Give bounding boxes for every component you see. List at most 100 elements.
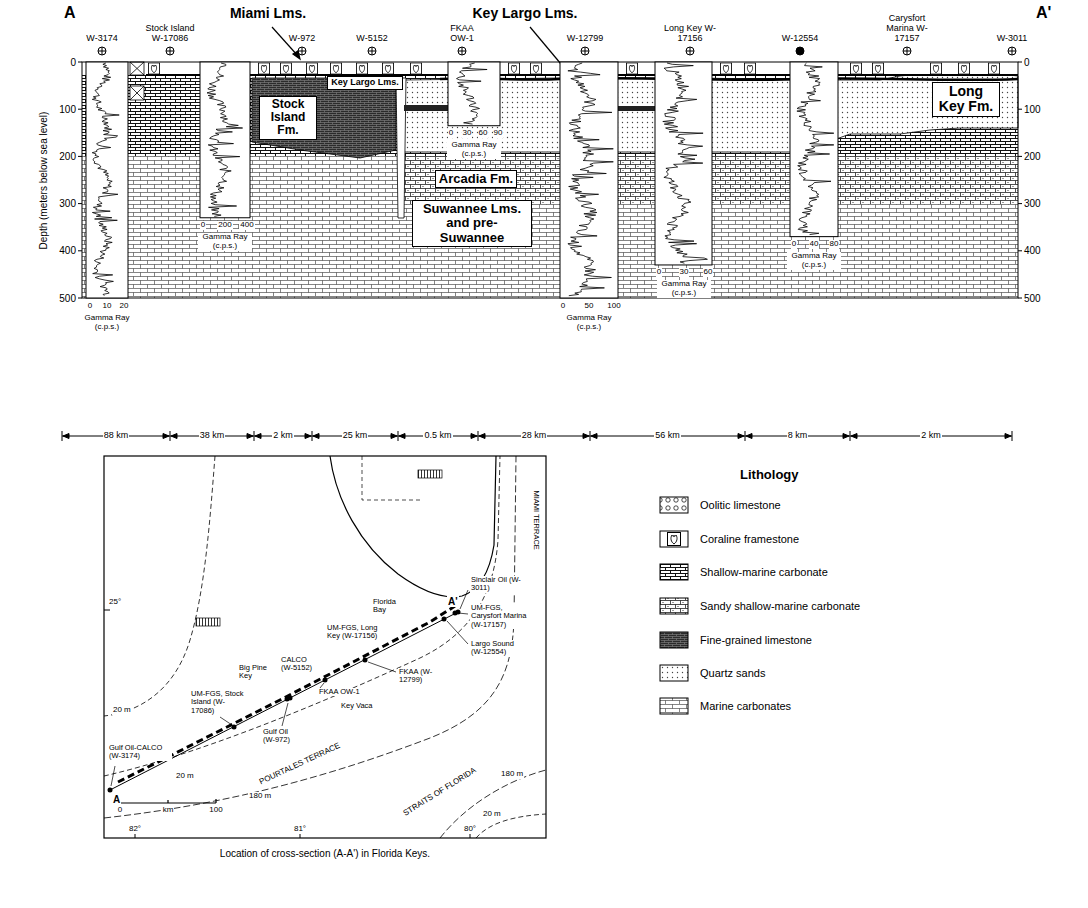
formation-name: Suwannee Lms. and pre-Suwannee	[416, 202, 528, 245]
leader-arrow	[272, 27, 569, 74]
gamma-curve	[457, 63, 488, 124]
map-label: 20 m	[175, 772, 195, 781]
gamma-scale-tick: 200	[217, 221, 232, 230]
gamma-ray-logs	[86, 62, 838, 298]
log-box	[200, 62, 250, 218]
map-label: Gulf Oil (W-972)	[262, 728, 302, 745]
well-name: W-3011	[997, 34, 1028, 44]
gamma-scale-tick: 0	[200, 221, 206, 230]
gamma-curve	[92, 63, 119, 296]
gamma-scale-tick: 0	[87, 302, 93, 311]
map-label: A	[112, 794, 121, 805]
gamma-scale-tick: 0	[791, 240, 797, 249]
depth-tick: 0	[70, 57, 76, 68]
log-box	[448, 62, 500, 126]
well-name: FKAA OW-1	[444, 24, 480, 44]
map-label: Key Vaca	[340, 702, 374, 710]
map-label: FKAA OW-1	[318, 688, 361, 696]
gamma-axis-label: Gamma Ray (c.p.s.)	[787, 252, 841, 270]
well-name: W-12554	[782, 34, 818, 44]
gamma-scale-tick: 100	[606, 302, 621, 311]
scale-label: 100	[208, 806, 223, 815]
formation-label: Stock Island Fm.	[259, 96, 317, 140]
depth-tick: 500	[1024, 293, 1041, 304]
map-label: A'	[447, 596, 459, 607]
unit-callout: Miami Lms.	[230, 6, 306, 21]
well-name: Long Key W-17156	[664, 24, 716, 44]
map-label: 180 m	[500, 770, 524, 779]
gamma-scale-tick: 10	[102, 302, 113, 311]
bar-tick	[62, 431, 69, 441]
gamma-scale-tick: 0	[448, 129, 454, 138]
log-box	[86, 62, 128, 298]
section-end-letter: A	[64, 4, 76, 22]
map-label: Sinclair Oil (W-3011)	[470, 576, 522, 593]
map-label: UM-FGS, Stock Island (W-17086)	[190, 690, 247, 715]
gamma-scale-tick: 80	[829, 240, 840, 249]
legend-text: Fine-grained limestone	[700, 634, 812, 646]
distance-label: 38 km	[199, 431, 226, 441]
distance-label: 2 km	[920, 431, 942, 441]
log-box	[655, 62, 712, 265]
legend-text: Marine carbonates	[700, 700, 791, 712]
bar-tick	[305, 431, 319, 441]
cross-section	[78, 27, 1022, 298]
gamma-axis-label: Gamma Ray (c.p.s.)	[80, 314, 134, 332]
gamma-scale-tick: 60	[703, 268, 714, 277]
bar-tick	[391, 431, 405, 441]
gamma-scale-tick: 30	[462, 129, 473, 138]
gamma-axis-label: Gamma Ray (c.p.s.)	[562, 314, 616, 332]
gamma-axis-label: Gamma Ray (c.p.s.)	[198, 233, 252, 251]
gamma-scale-tick: 400	[239, 221, 254, 230]
gamma-scale-tick: 0	[656, 268, 662, 277]
well-name: W-972	[289, 34, 315, 44]
distance-bar	[62, 431, 1012, 441]
map-label: MIAMI TERRACE	[532, 489, 540, 550]
map-label: 20 m	[112, 706, 132, 715]
axis-title: Depth (meters below sea level)	[39, 111, 50, 249]
depth-tick: 300	[59, 198, 76, 209]
bar-tick	[843, 431, 857, 441]
legend-swatches	[660, 497, 688, 714]
legend-text: Oolitic limestone	[700, 499, 781, 511]
formation-label: Suwannee Lms. and pre-Suwannee	[412, 200, 532, 247]
well-symbol	[98, 47, 1016, 55]
scale-label: 0	[117, 806, 123, 815]
gamma-scale-tick: 0	[560, 302, 566, 311]
map-label: Gulf Oil-CALCO (W-3174)	[108, 744, 172, 761]
gamma-scale-tick: 50	[584, 302, 595, 311]
unit-callout: Key Largo Lms.	[472, 6, 577, 21]
distance-label: 25 km	[342, 431, 369, 441]
well-name: Carysfort Marina W-17157	[882, 14, 932, 44]
bar-tick	[583, 431, 597, 441]
formation-name: Long Key Fm.	[936, 84, 996, 115]
location-map	[104, 456, 546, 838]
depth-tick: 200	[1024, 151, 1041, 162]
map-label: 180 m	[248, 792, 272, 801]
legend-text: Sandy shallow-marine carbonate	[700, 600, 860, 612]
legend-text: Coraline framestone	[700, 533, 799, 545]
bar-tick	[471, 431, 485, 441]
gamma-curve	[797, 63, 834, 235]
depth-tick: 500	[59, 293, 76, 304]
well-name: W-5152	[356, 34, 387, 44]
gamma-scale-tick: 60	[478, 129, 489, 138]
depth-tick: 400	[1024, 245, 1041, 256]
map-label: Big Pine Key	[238, 664, 270, 681]
distance-label: 2 km	[272, 431, 294, 441]
map-label: 25°	[108, 598, 122, 607]
formation-label: Arcadia Fm.	[435, 170, 517, 188]
map-label: Largo Sound (W-12554)	[470, 640, 517, 657]
depth-tick: 300	[1024, 198, 1041, 209]
formation-name: Arcadia Fm.	[439, 172, 513, 186]
gamma-scale-tick: 90	[493, 129, 504, 138]
gamma-curve	[568, 63, 613, 296]
section-end-letter: A'	[1036, 4, 1051, 22]
formation-name: Key Largo Lms.	[331, 78, 399, 88]
distance-label: 8 km	[787, 431, 809, 441]
well-name: Stock Island W-17086	[141, 24, 199, 44]
log-box	[560, 62, 618, 298]
longitude-label: 80°	[463, 825, 477, 834]
distance-label: 88 km	[103, 431, 130, 441]
